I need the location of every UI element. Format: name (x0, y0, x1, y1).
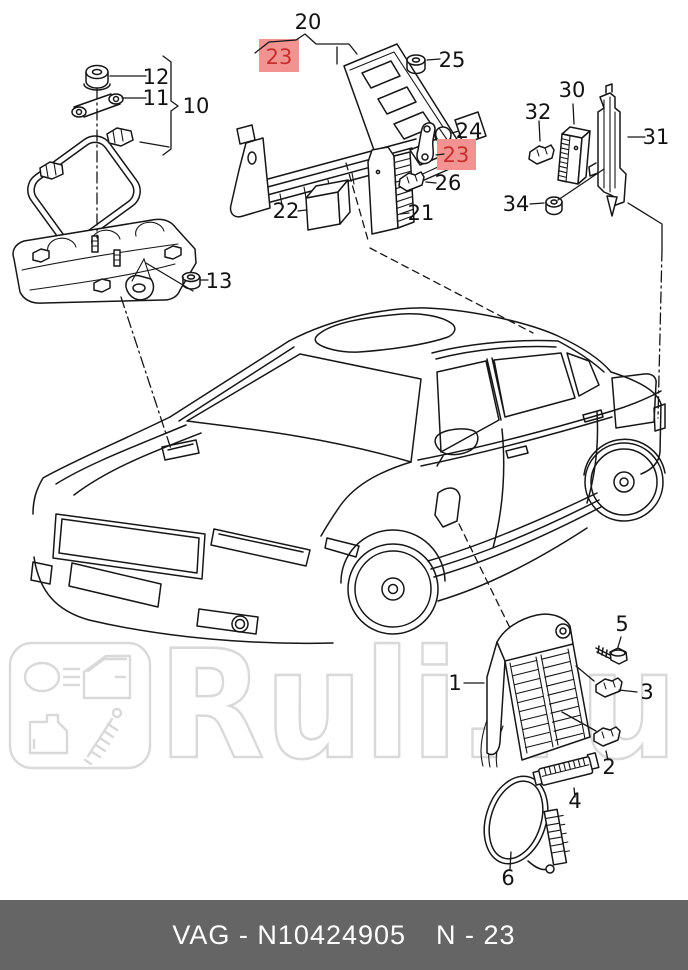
part-22-relay (305, 179, 351, 231)
callout-22: 22 (273, 199, 300, 223)
part-4-fuse-strip (532, 752, 600, 786)
callout-30: 30 (559, 78, 586, 102)
part-11-link (71, 93, 124, 118)
car-door-icon (82, 654, 132, 700)
callout-10: 10 (183, 94, 210, 118)
part-group-bracket-cover (12, 64, 201, 304)
headlight-icon (23, 661, 81, 693)
footer-part-code: VAG - N10424905 (172, 919, 407, 950)
callout-25: 25 (439, 48, 466, 72)
diagram-canvas: Ruli.ru (8, 10, 679, 890)
headlight (210, 528, 311, 567)
sunroof (314, 313, 456, 353)
grille (52, 513, 206, 580)
part-5-bolt (595, 645, 628, 665)
hood-location-marker (161, 439, 200, 461)
part-25-nut (406, 54, 426, 75)
callout-26: 26 (435, 171, 462, 195)
callout-23a[interactable]: 23 (266, 45, 293, 69)
callout-11: 11 (143, 86, 170, 110)
part-group-module-bracket (528, 83, 627, 217)
part-21-control-module (367, 146, 415, 235)
callout-3: 3 (640, 680, 653, 704)
callout-labels: 12 11 10 13 20 23 25 24 23 26 22 21 32 3… (143, 10, 670, 890)
watermark-text: Ruli.ru (158, 619, 678, 793)
part-10-frame (27, 127, 141, 246)
callout-24: 24 (456, 119, 483, 143)
callout-12: 12 (143, 65, 170, 89)
callout-32: 32 (525, 100, 552, 124)
car-illustration (30, 307, 666, 645)
part-32-fuse (528, 144, 555, 165)
callout-6: 6 (501, 866, 514, 890)
front-wheel (347, 543, 439, 635)
watermark: Ruli.ru (8, 618, 679, 794)
license-plate (68, 562, 162, 608)
part-26-fuse (398, 171, 425, 192)
part-12-nut (83, 64, 111, 91)
callout-5: 5 (615, 612, 628, 636)
part-6-cable (483, 775, 570, 874)
quarter-panel-marker (611, 373, 657, 429)
side-windows (436, 352, 600, 453)
part-13-nut (181, 271, 201, 290)
oil-canister-icon (28, 713, 69, 755)
door-location-marker (434, 487, 461, 528)
rear-wheel (584, 442, 664, 522)
callout-2: 2 (602, 755, 615, 779)
part-23-lever (416, 122, 436, 165)
shock-absorber-icon (83, 707, 123, 766)
callout-20: 20 (295, 10, 322, 34)
part-1-fusebox (480, 613, 591, 768)
callout-13: 13 (206, 269, 233, 293)
part-10-base (12, 218, 197, 304)
callout-31: 31 (643, 125, 670, 149)
callout-21: 21 (408, 201, 435, 225)
watermark-badge (8, 641, 152, 770)
part-30-module (557, 126, 591, 185)
footer-page-code: N - 23 (436, 919, 516, 950)
callout-23b[interactable]: 23 (443, 143, 470, 167)
part-group-fusebox (480, 613, 628, 874)
callout-4: 4 (568, 789, 581, 813)
leader-lines (96, 33, 663, 870)
part-2-fuse (593, 726, 621, 747)
footer-bar: VAG - N10424905 N - 23 (0, 900, 688, 970)
windshield (186, 353, 422, 463)
part-3-fuse (595, 677, 623, 698)
side-mirror (434, 428, 479, 467)
callout-1: 1 (448, 671, 461, 695)
part-31-bracket (588, 83, 627, 217)
callout-34: 34 (503, 192, 530, 216)
